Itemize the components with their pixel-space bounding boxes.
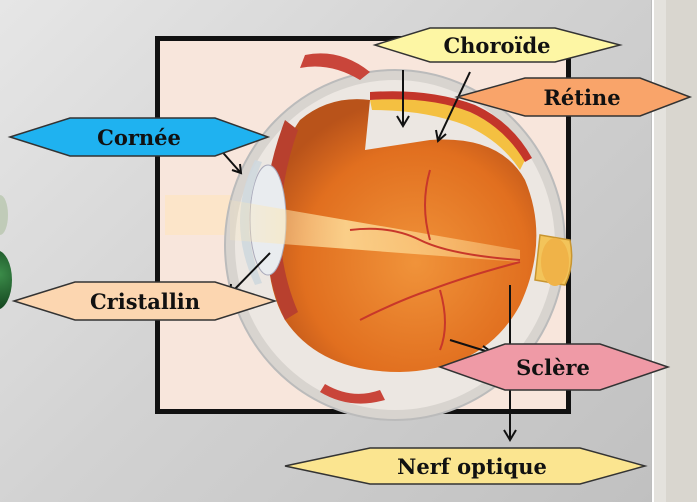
label-choroide-text: Choroïde <box>443 33 550 58</box>
label-cornee-text: Cornée <box>97 125 181 150</box>
label-cristallin: Cristallin <box>14 282 275 320</box>
label-cornee: Cornée <box>10 118 268 156</box>
label-sclere-text: Sclère <box>516 355 590 380</box>
label-cristallin-text: Cristallin <box>90 289 200 314</box>
label-choroide: Choroïde <box>375 28 620 62</box>
label-retine: Rétine <box>457 78 690 116</box>
label-sclere: Sclère <box>440 344 668 390</box>
label-nerf-optique-text: Nerf optique <box>397 454 547 479</box>
label-nerf-optique: Nerf optique <box>285 448 645 484</box>
label-retine-text: Rétine <box>543 85 620 110</box>
